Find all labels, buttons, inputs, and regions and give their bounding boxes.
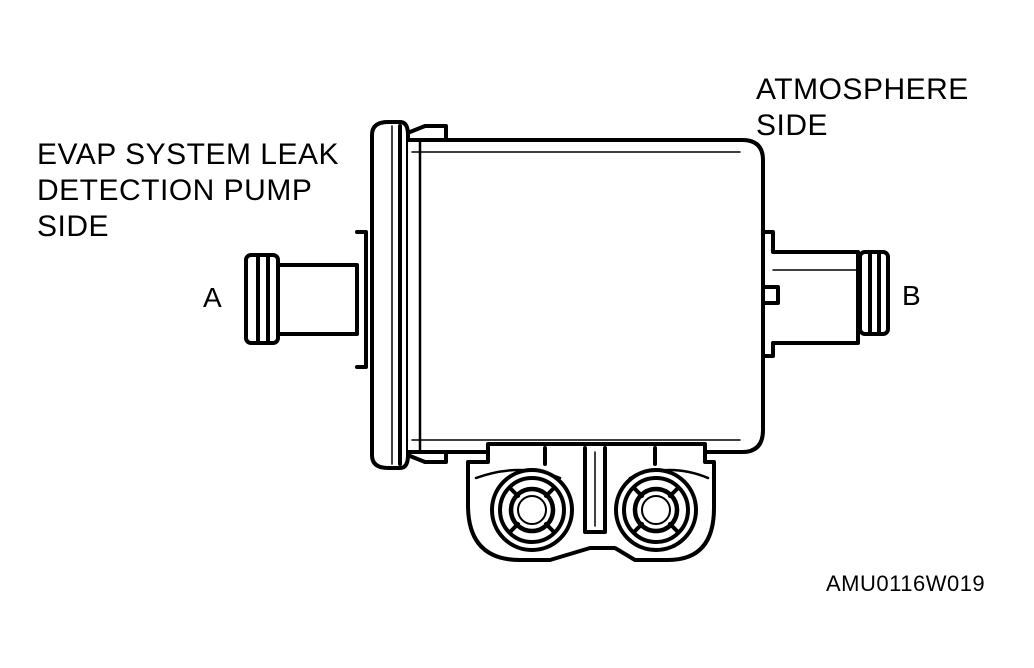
- pump-side-flange: [372, 122, 446, 468]
- pump-side-label-line-1: EVAP SYSTEM LEAK: [37, 138, 340, 171]
- left-grommet: [492, 470, 572, 550]
- filter-body: [408, 140, 763, 452]
- atmosphere-side-label-line-2: SIDE: [756, 109, 829, 142]
- port-b-label: B: [902, 280, 922, 311]
- pump-side-label: EVAP SYSTEM LEAK DETECTION PUMP SIDE: [37, 137, 339, 245]
- pump-side-label-line-2: DETECTION PUMP: [37, 174, 313, 207]
- port-a-label: A: [203, 282, 223, 313]
- port-b-pipe: [763, 232, 888, 356]
- figure-code: AMU0116W019: [826, 571, 986, 596]
- port-a-pipe: [246, 232, 366, 367]
- pump-side-label-line-3: SIDE: [37, 210, 110, 243]
- atmosphere-side-label: ATMOSPHERE SIDE: [756, 72, 969, 144]
- right-grommet: [616, 470, 696, 550]
- atmosphere-side-label-line-1: ATMOSPHERE: [756, 73, 969, 106]
